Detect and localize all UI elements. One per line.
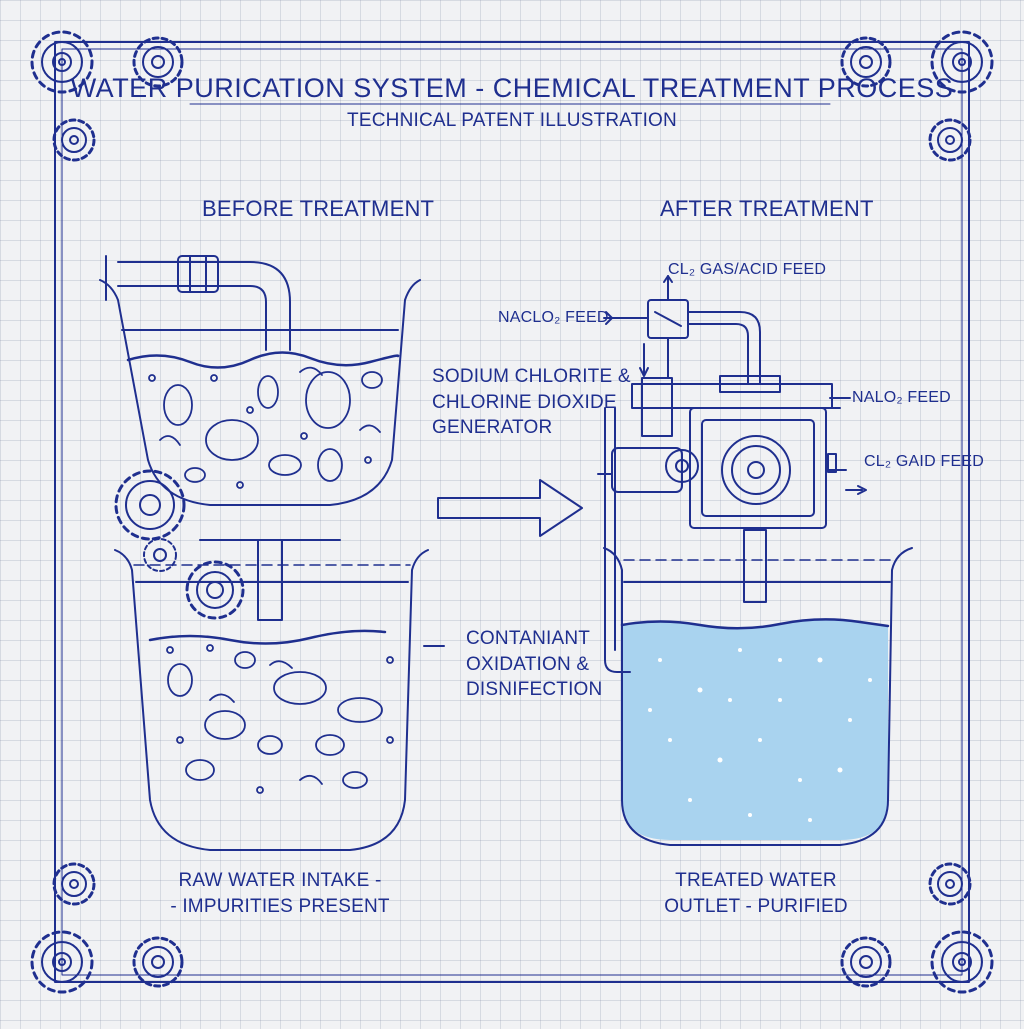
process-arrow <box>437 479 583 537</box>
feed-label-cl2-acid: Cl₂ GAS/ACID FEED <box>668 261 827 278</box>
after-caption: TREATED WATER OUTLET - PURIFIED <box>636 868 876 919</box>
impurity-particles-lower <box>166 644 394 794</box>
oxidation-label-line: CONTANIANT <box>466 628 591 649</box>
gear-icon <box>928 862 972 906</box>
feed-valve <box>603 275 761 385</box>
before-caption: RAW WATER INTAKE - - IMPURITIES PRESENT <box>160 868 400 919</box>
page-title: WATER PURICATION SYSTEM - CHEMICAL TREAT… <box>70 73 954 103</box>
gear-icon <box>114 469 186 541</box>
page-subtitle: TECHNICAL PATENT ILLUSTRATION <box>347 110 677 131</box>
impurity-particles-upper <box>148 366 383 489</box>
gear-icon <box>30 930 94 994</box>
gear-icon <box>928 118 972 162</box>
chlorine-dioxide-generator <box>597 375 867 673</box>
feed-label-naclo2-left: NaClO₂ FEED <box>498 309 609 326</box>
generator-label-line: CHLORINE DIOXIDE <box>432 391 617 413</box>
generator-label: SODIUM CHLORITE & CHLORINE DIOXIDE GENER… <box>432 364 631 441</box>
oxidation-label-line: DISNIFECTION <box>466 679 603 701</box>
raw-water-tank-upper <box>99 279 421 506</box>
gear-icon <box>930 930 994 994</box>
gear-icon <box>930 30 994 94</box>
gear-icon <box>52 118 96 162</box>
feed-label-naclo2-right: NaLO₂ FEED <box>852 389 951 406</box>
inlet-pipe <box>105 255 291 351</box>
after-caption-line: TREATED WATER <box>675 870 837 891</box>
raw-water-tank-lower <box>114 539 429 851</box>
gear-icon <box>840 36 892 88</box>
gear-icon <box>132 936 184 988</box>
before-caption-line: - IMPURITIES PRESENT <box>170 895 390 917</box>
gear-icon <box>143 538 177 572</box>
border-frame <box>54 41 970 983</box>
before-caption-line: RAW WATER INTAKE - <box>178 870 382 891</box>
generator-label-line: GENERATOR <box>432 417 553 439</box>
gear-icon <box>52 862 96 906</box>
gear-icon <box>132 36 184 88</box>
before-heading: BEFORE TREATMENT <box>202 196 435 221</box>
treated-water-tank <box>603 529 913 846</box>
gear-icon <box>840 936 892 988</box>
oxidation-label-line: OXIDATION & <box>466 653 590 675</box>
after-caption-line: OUTLET - PURIFIED <box>664 895 848 917</box>
gear-icon <box>30 30 94 94</box>
oxidation-label: CONTANIANT OXIDATION & DISNIFECTION <box>466 626 602 703</box>
generator-label-line: SODIUM CHLORITE & <box>432 366 631 387</box>
feed-label-cl2-gaid: Cl₂ GAID FEED <box>864 453 984 470</box>
treated-water <box>622 619 888 840</box>
gear-icon <box>185 560 245 620</box>
after-heading: AFTER TREATMENT <box>660 196 874 221</box>
